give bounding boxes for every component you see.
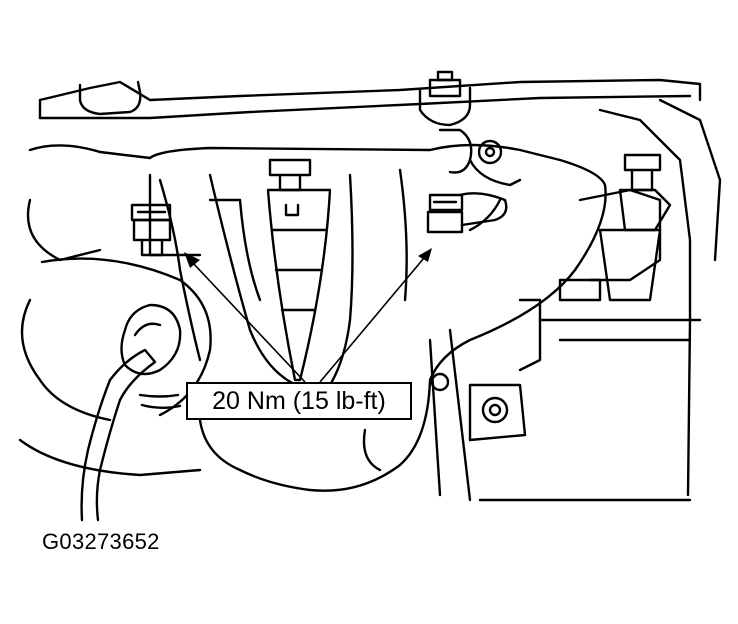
manifold-stud-center xyxy=(266,158,332,382)
torque-spec-label: 20 Nm (15 lb-ft) xyxy=(212,386,386,415)
arrowhead-left-icon xyxy=(184,252,200,268)
right-bolt xyxy=(426,192,508,234)
leader-line-left xyxy=(191,261,306,383)
right-stud xyxy=(598,153,672,302)
oxygen-sensor-hose xyxy=(80,303,182,522)
leader-line-right xyxy=(319,257,425,383)
upper-bolt-boss xyxy=(418,70,522,187)
engine-background xyxy=(18,78,722,502)
figure-id-label: G03273652 xyxy=(42,529,160,554)
torque-leader-lines xyxy=(191,257,425,383)
arrowhead-right-icon xyxy=(418,248,432,262)
arrowheads xyxy=(184,248,432,268)
lower-right-bolt xyxy=(430,372,527,442)
exhaust-manifold xyxy=(148,143,607,492)
left-bolt xyxy=(130,203,172,257)
torque-spec-callout: 20 Nm (15 lb-ft) xyxy=(186,382,412,420)
